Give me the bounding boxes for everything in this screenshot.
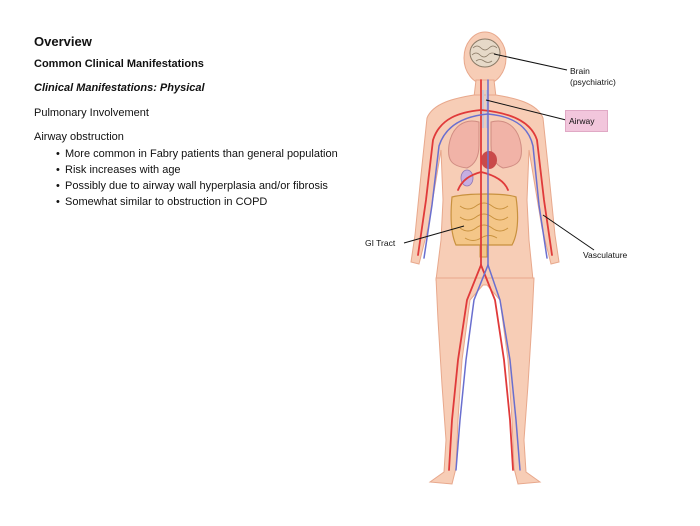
bullet-item: Possibly due to airway wall hyperplasia …: [56, 178, 338, 194]
label-gi-tract: GI Tract: [365, 238, 396, 248]
arteries: [417, 79, 553, 471]
leader-lines: [403, 53, 595, 251]
lungs-illustration: [448, 120, 522, 169]
bullet-list: More common in Fabry patients than gener…: [56, 146, 338, 210]
slide-subtitle: Common Clinical Manifestations: [34, 58, 204, 70]
bullet-item: Risk increases with age: [56, 162, 338, 178]
veins: [423, 79, 548, 471]
label-brain-line1: Brain: [570, 66, 590, 76]
label-airway: Airway: [565, 110, 608, 132]
bullet-item: Somewhat similar to obstruction in COPD: [56, 194, 338, 210]
bullet-item: More common in Fabry patients than gener…: [56, 146, 338, 162]
label-vasculature: Vasculature: [583, 250, 628, 260]
trachea-illustration: [481, 90, 489, 128]
body-silhouette: [410, 31, 560, 485]
section-title: Clinical Manifestations: Physical: [34, 82, 205, 94]
label-brain-line2: (psychiatric): [570, 77, 616, 87]
topic-title: Pulmonary Involvement: [34, 107, 149, 119]
brain-illustration: [469, 38, 501, 68]
heart-illustration: [481, 151, 497, 169]
slide-heading: Overview: [34, 34, 92, 49]
label-brain: Brain (psychiatric): [570, 66, 616, 88]
intestines-illustration: [450, 193, 519, 258]
list-title: Airway obstruction: [34, 131, 124, 143]
